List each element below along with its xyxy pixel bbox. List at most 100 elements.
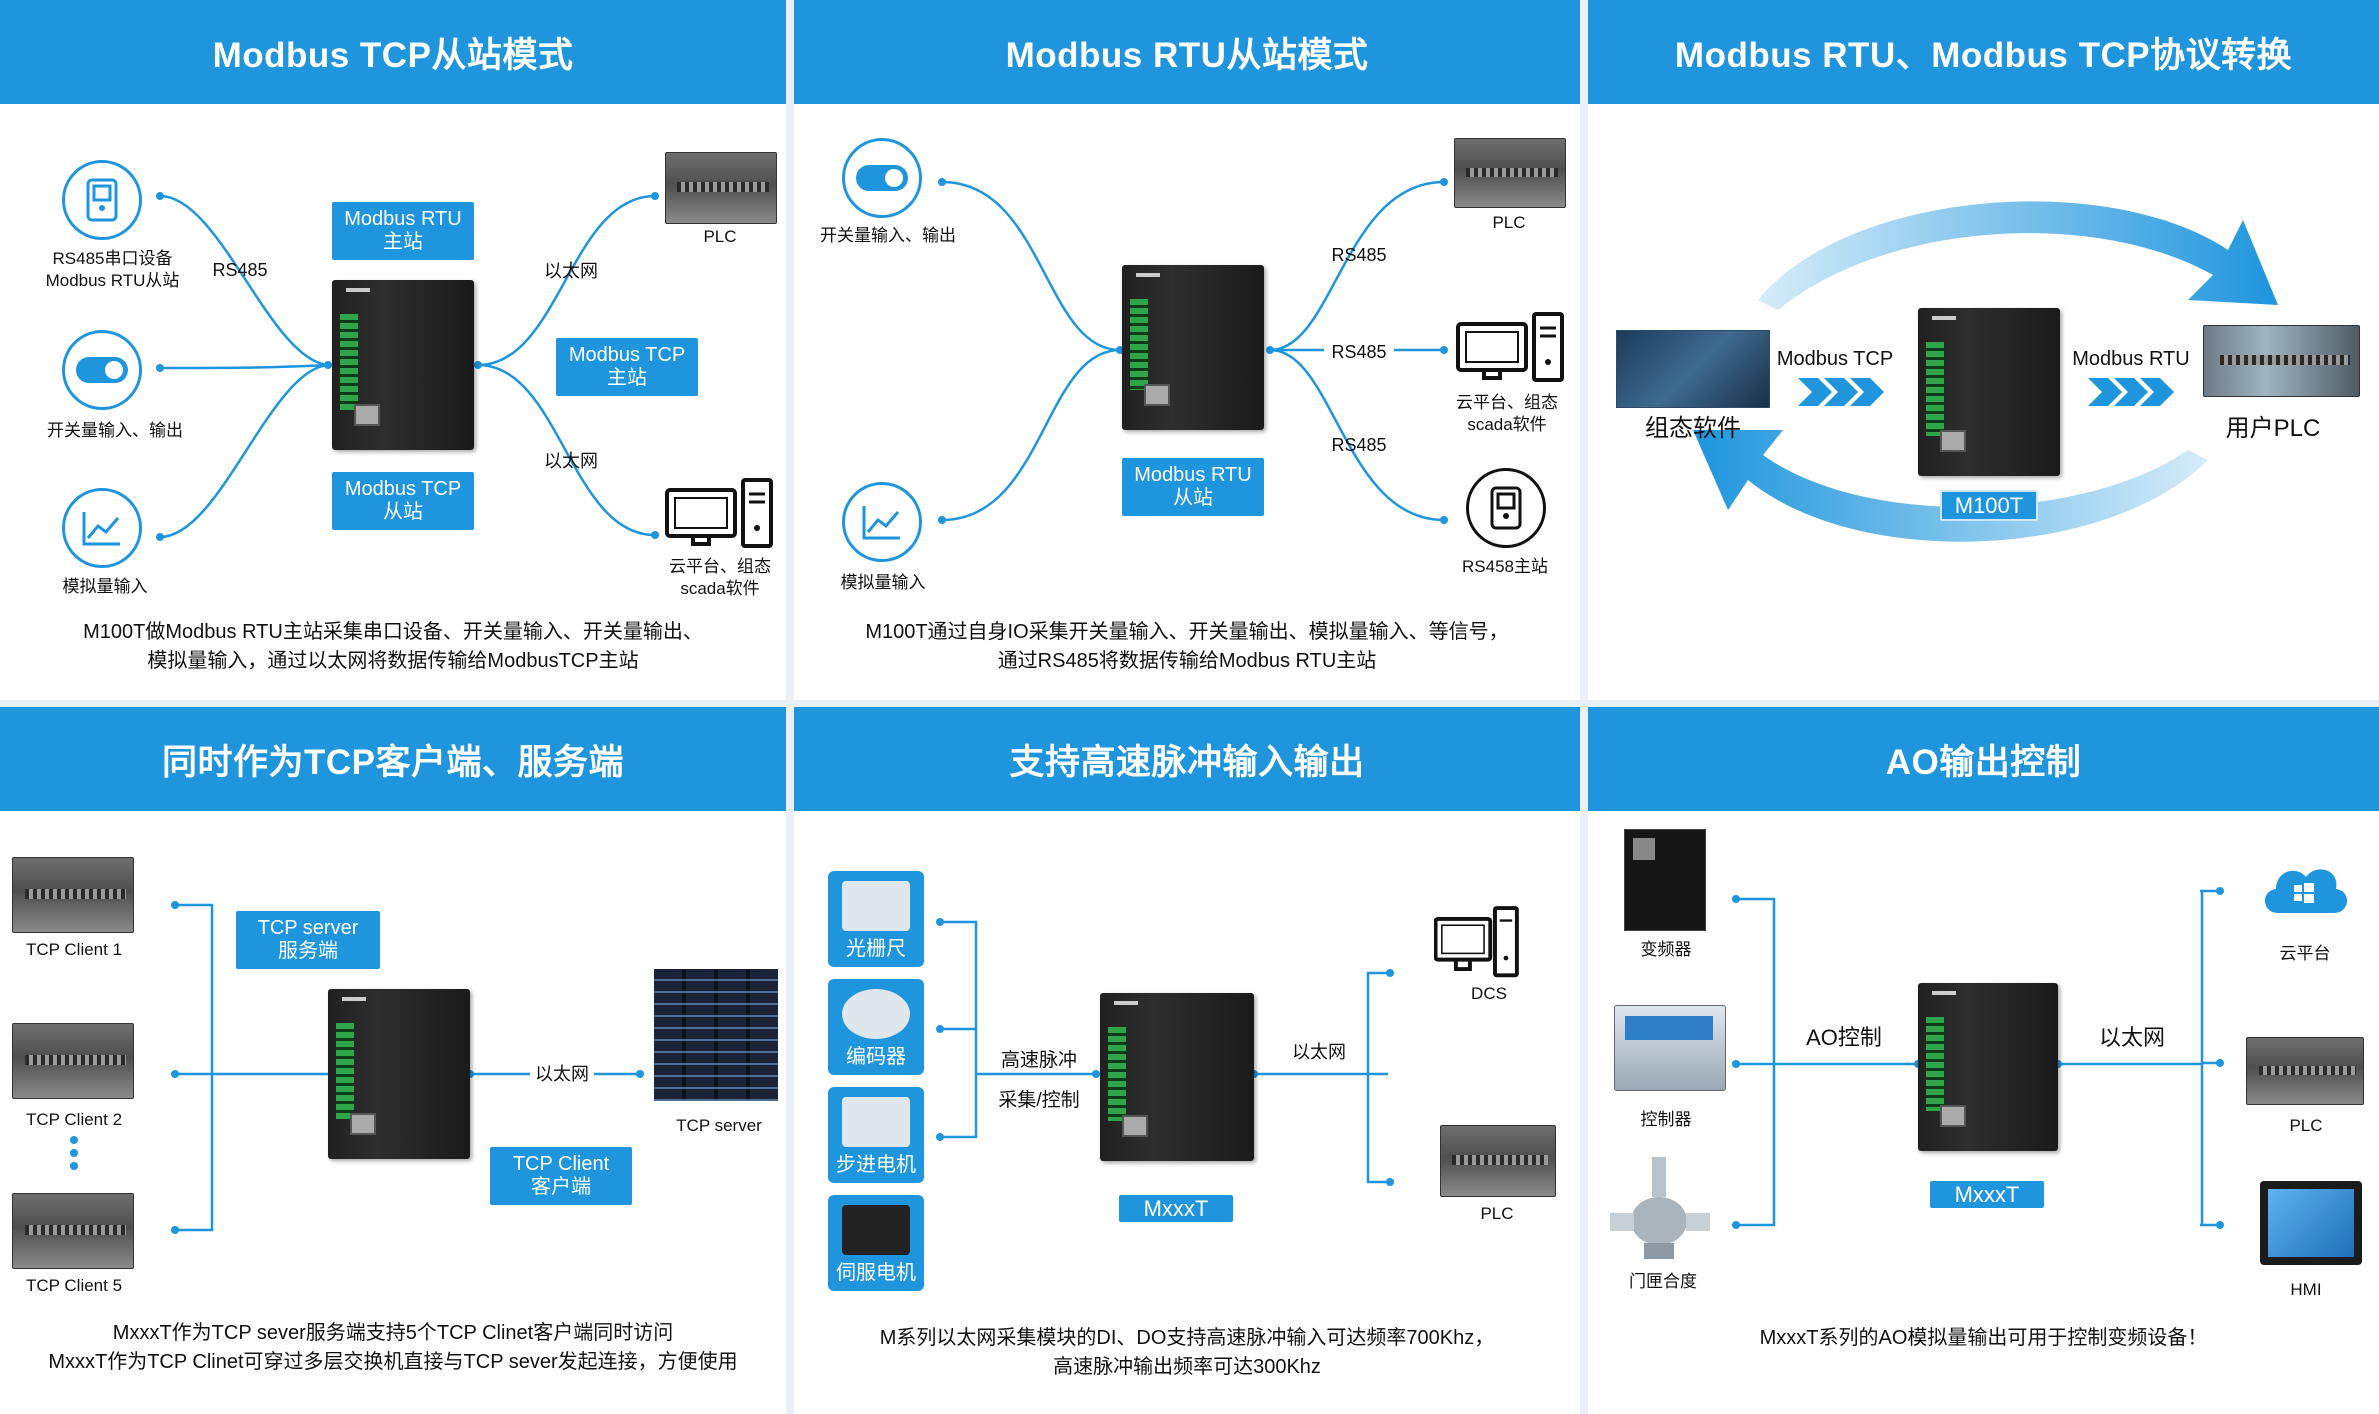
panel-title: AO输出控制 xyxy=(1588,707,2379,811)
column-separator-2 xyxy=(1580,0,1588,1414)
panel-protocol-conversion: Modbus RTU、Modbus TCP协议转换 组态软件 Modbus TC… xyxy=(1588,0,2379,700)
analog-chart-icon xyxy=(62,488,142,568)
left-label: 组态软件 xyxy=(1645,415,1741,442)
stepper-motor-icon: 步进电机 xyxy=(828,1087,924,1183)
m100t-device xyxy=(332,280,474,450)
desc-line-1: M100T通过自身IO采集开关量输入、开关量输出、模拟量输入、等信号， xyxy=(865,621,1509,643)
client-plc-5 xyxy=(12,1193,134,1269)
client-plc-1 xyxy=(12,857,134,933)
client-label-2: TCP Client 2 xyxy=(25,1110,123,1129)
desc-line-2: MxxxT作为TCP Clinet可穿过多层交换机直接与TCP sever发起连… xyxy=(48,1351,738,1373)
client-label-5: TCP Client 5 xyxy=(25,1276,123,1295)
panel-title: Modbus RTU从站模式 xyxy=(794,0,1580,104)
row-separator xyxy=(0,700,2379,707)
left-node-label-1: 开关量输入、输出 xyxy=(820,226,956,245)
desc-line-1: M100T做Modbus RTU主站采集串口设备、开关量输入、开关量输出、 xyxy=(83,621,703,643)
left-node-label-2: 开关量输入、输出 xyxy=(47,421,183,440)
frequency-converter-icon xyxy=(1624,829,1706,931)
mxxxt-device xyxy=(328,989,470,1159)
plc-icon xyxy=(1440,1125,1556,1197)
ethernet-label-2: 以太网 xyxy=(544,451,598,471)
right-node-label-hmi: HMI xyxy=(2290,1280,2322,1299)
panel-title: 支持高速脉冲输入输出 xyxy=(794,707,1580,811)
rs485-label-2: RS485 xyxy=(1324,341,1394,363)
panel-high-speed-pulse: 支持高速脉冲输入输出 光栅尺 编码器 步进电机 伺服电机 高速脉冲采集/控制 M… xyxy=(794,707,1580,1407)
desc-line-1: MxxxT系列的AO模拟量输出可用于控制变频设备！ xyxy=(1759,1327,2208,1349)
encoder-icon: 编码器 xyxy=(828,979,924,1075)
ethernet-label: 以太网 xyxy=(1292,1042,1346,1062)
panel-description: MxxxT作为TCP sever服务端支持5个TCP Clinet客户端同时访问… xyxy=(0,1319,786,1377)
ao-control-label: AO控制 xyxy=(1806,1025,1882,1050)
right-node-label-master: RS458主站 xyxy=(1462,557,1548,576)
panel-title: 同时作为TCP客户端、服务端 xyxy=(0,707,786,811)
panel-ao-output: AO输出控制 变频器 控制器 门匣合度 AO控制 MxxxT 以太网 云平台 P… xyxy=(1588,707,2379,1407)
panel-description: M100T做Modbus RTU主站采集串口设备、开关量输入、开关量输出、 模拟… xyxy=(0,618,786,676)
ethernet-label-1: 以太网 xyxy=(544,261,598,281)
model-tag: MxxxT xyxy=(1930,1181,2044,1208)
left-node-label-1: 变频器 xyxy=(1640,940,1692,959)
desc-line-2: 高速脉冲输出频率可达300Khz xyxy=(1053,1356,1321,1378)
desc-line-2: 通过RS485将数据传输给Modbus RTU主站 xyxy=(997,650,1377,672)
user-plc-icon xyxy=(2203,325,2360,397)
plc-icon xyxy=(1454,138,1566,208)
servo-motor-icon: 伺服电机 xyxy=(828,1195,924,1291)
controller-icon xyxy=(1614,1005,1726,1091)
toggle-switch-icon xyxy=(62,330,142,410)
panel-modbus-tcp-slave: Modbus TCP从站模式 RS485串口设备 Modbus RTU从站 开关… xyxy=(0,0,786,700)
serial-port-icon xyxy=(62,160,142,240)
cloud-icon xyxy=(2256,855,2352,919)
rs485-label-1: RS485 xyxy=(1331,245,1387,265)
right-node-label-plc: PLC xyxy=(2289,1116,2323,1135)
right-node-label-plc: PLC xyxy=(703,227,737,246)
ethernet-label: 以太网 xyxy=(530,1063,594,1085)
panel-description: M系列以太网采集模块的DI、DO支持高速脉冲输入可达频率700Khz， 高速脉冲… xyxy=(794,1324,1580,1382)
client-plc-2 xyxy=(12,1023,134,1099)
panel-description: M100T通过自身IO采集开关量输入、开关量输出、模拟量输入、等信号， 通过RS… xyxy=(794,618,1580,676)
serial-port-icon xyxy=(1466,468,1546,548)
valve-icon xyxy=(1604,1155,1724,1263)
left-node-label-3: 门匣合度 xyxy=(1629,1272,1697,1291)
scada-software-screenshot xyxy=(1616,330,1770,408)
plc-icon xyxy=(2246,1037,2364,1105)
desc-line-1: MxxxT作为TCP sever服务端支持5个TCP Clinet客户端同时访问 xyxy=(112,1322,674,1344)
left-node-label-2: 模拟量输入 xyxy=(840,573,926,592)
m100t-device xyxy=(1122,265,1264,430)
m100t-device xyxy=(1918,308,2060,476)
left-node-label-1: RS485串口设备 Modbus RTU从站 xyxy=(45,249,180,290)
model-tag: MxxxT xyxy=(1119,1195,1233,1222)
analog-chart-icon xyxy=(842,482,922,562)
computer-icon xyxy=(665,478,775,550)
right-label: 用户PLC xyxy=(2225,415,2321,442)
client-label-1: TCP Client 1 xyxy=(25,940,123,959)
mxxxt-device xyxy=(1100,993,1254,1161)
right-node-label-plc: PLC xyxy=(1480,1204,1514,1223)
right-node-label-cloud: 云平台、组态 scada软件 xyxy=(669,557,771,598)
plc-icon xyxy=(665,152,777,224)
right-node-label-plc: PLC xyxy=(1492,213,1526,232)
right-node-label-dcs: DCS xyxy=(1471,984,1507,1003)
panel-description: MxxxT系列的AO模拟量输出可用于控制变频设备！ xyxy=(1588,1324,2379,1353)
rs485-label-3: RS485 xyxy=(1331,435,1387,455)
proto-left-label: Modbus TCP xyxy=(1776,348,1894,370)
right-node-label-cloud: 云平台 xyxy=(2279,944,2331,963)
panel-title: Modbus TCP从站模式 xyxy=(0,0,786,104)
model-tag: M100T xyxy=(1940,490,2038,521)
hmi-icon xyxy=(2260,1181,2362,1265)
dcs-computer-icon xyxy=(1433,903,1520,985)
rs485-label: RS485 xyxy=(212,260,268,280)
left-node-label-3: 模拟量输入 xyxy=(62,577,148,596)
mxxxt-device xyxy=(1918,983,2058,1151)
desc-line-1: M系列以太网采集模块的DI、DO支持高速脉冲输入可达频率700Khz， xyxy=(879,1327,1495,1349)
left-node-label-2: 控制器 xyxy=(1640,1110,1692,1129)
toggle-switch-icon xyxy=(842,138,922,218)
grating-ruler-icon: 光栅尺 xyxy=(828,871,924,967)
panel-tcp-client-server: 同时作为TCP客户端、服务端 TCP Client 1 TCP Client 2… xyxy=(0,707,786,1407)
panel-modbus-rtu-slave: Modbus RTU从站模式 开关量输入、输出 模拟量输入 Modbus RTU… xyxy=(794,0,1580,700)
ethernet-label: 以太网 xyxy=(2098,1025,2165,1050)
desc-line-2: 模拟量输入，通过以太网将数据传输给ModbusTCP主站 xyxy=(147,650,639,672)
